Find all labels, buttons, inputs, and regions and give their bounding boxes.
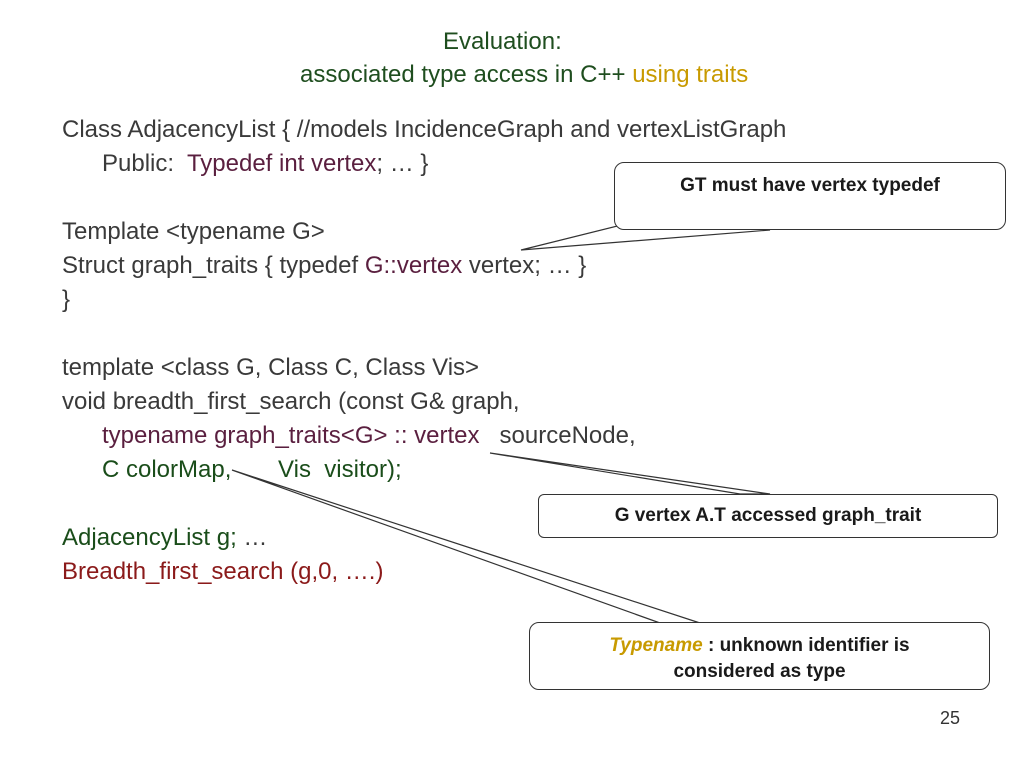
callout-line2: considered as type bbox=[673, 661, 846, 682]
code-text: Struct graph_traits { typedef bbox=[62, 252, 365, 279]
code-line-1: Class AdjacencyList { //models Incidence… bbox=[62, 116, 787, 143]
code-line-5: } bbox=[62, 286, 71, 313]
code-line-9: C colorMap, Vis visitor); bbox=[102, 456, 402, 483]
code-text: sourceNode, bbox=[479, 422, 636, 449]
slide-title-line1: Evaluation: bbox=[443, 28, 562, 55]
code-line-8: typename graph_traits<G> :: vertex sourc… bbox=[102, 422, 636, 450]
code-text: ; … } bbox=[376, 150, 429, 177]
callout-italic: Typename bbox=[609, 635, 703, 656]
code-line-11: Breadth_first_search (g,0, ….) bbox=[62, 558, 384, 585]
code-text: Public: bbox=[102, 150, 187, 177]
code-keyword: G::vertex bbox=[364, 252, 463, 279]
code-keyword: AdjacencyList g; bbox=[62, 524, 237, 551]
code-line-10: AdjacencyList g; … bbox=[62, 524, 267, 552]
page-number: 25 bbox=[940, 708, 961, 728]
code-line-7: void breadth_first_search (const G& grap… bbox=[62, 388, 520, 415]
callout-gt-vertex: GT must have vertex typedef bbox=[614, 162, 1006, 230]
callout-line1: Typename : unknown identifier is bbox=[530, 633, 989, 659]
code-text: vertex; … } bbox=[462, 252, 587, 279]
code-keyword: typename graph_traits<G> :: vertex bbox=[102, 422, 480, 449]
code-line-3: Template <typename G> bbox=[62, 218, 325, 245]
code-keyword: Typedef int vertex bbox=[186, 150, 377, 177]
callout-g-vertex: G vertex A.T accessed graph_trait bbox=[538, 494, 998, 538]
title-highlight: using traits bbox=[632, 61, 749, 88]
slide-title-line2: associated type access in C++ using trai… bbox=[300, 61, 748, 89]
title-text: associated type access in C++ bbox=[300, 61, 633, 88]
callout-text: : unknown identifier is bbox=[702, 635, 910, 656]
code-line-4: Struct graph_traits { typedef G::vertex … bbox=[62, 252, 586, 280]
code-line-2: Public: Typedef int vertex; … } bbox=[102, 150, 428, 178]
callout-text: G vertex A.T accessed graph_trait bbox=[614, 505, 922, 526]
callout-typename: Typename : unknown identifier is conside… bbox=[529, 622, 990, 690]
callout-text: GT must have vertex typedef bbox=[680, 175, 940, 196]
pointer-g-vertex bbox=[489, 452, 771, 495]
code-text: … bbox=[236, 524, 268, 551]
code-line-6: template <class G, Class C, Class Vis> bbox=[62, 354, 480, 381]
pointer-typename bbox=[231, 469, 701, 624]
